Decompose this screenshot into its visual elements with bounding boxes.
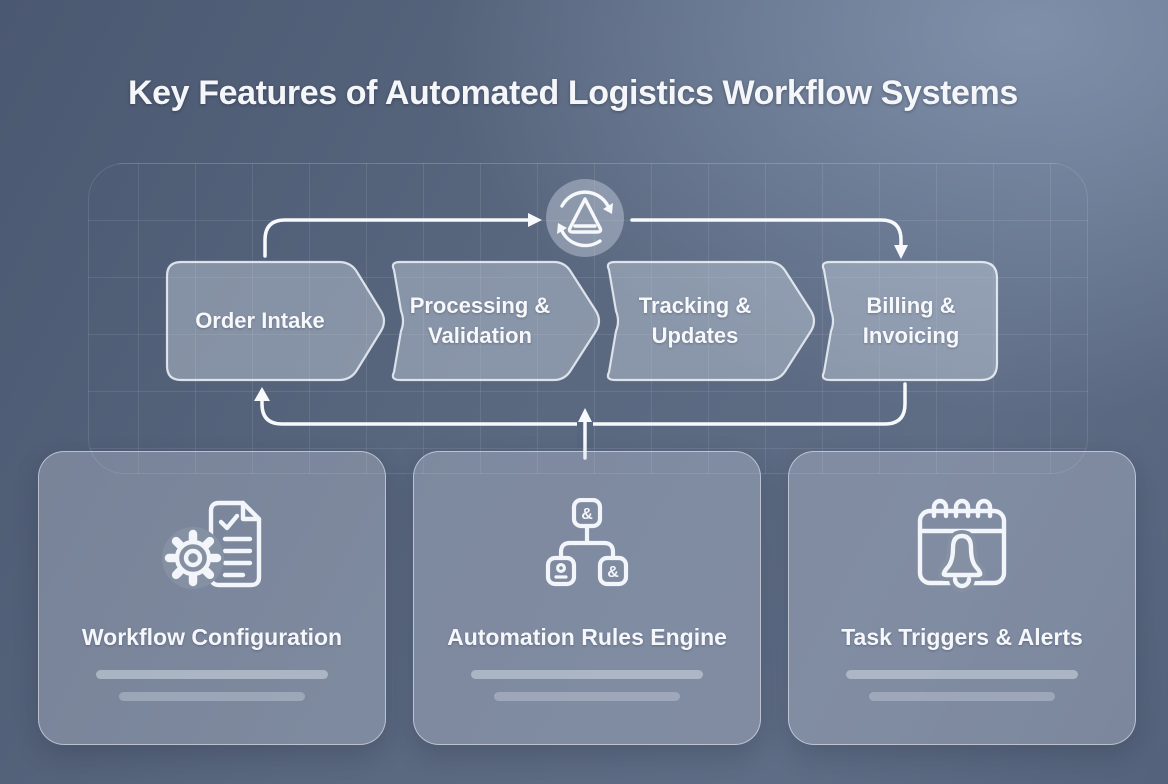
sync-arrowhead-right bbox=[603, 203, 613, 214]
flow-step-label: Order Intake bbox=[195, 308, 325, 333]
sync-arrowhead-left bbox=[557, 223, 567, 234]
sync-alert-icon bbox=[560, 190, 610, 248]
skeleton-bar bbox=[96, 670, 328, 679]
flow-step-processing-validation bbox=[391, 260, 601, 382]
down-arrowhead bbox=[894, 245, 908, 259]
rules-tree-icon: & & bbox=[545, 498, 629, 587]
flow-step-label: Billing & Invoicing bbox=[862, 293, 960, 348]
calendar-bell-icon bbox=[917, 498, 1007, 592]
feature-title: Automation Rules Engine bbox=[447, 624, 727, 650]
skeleton-bar bbox=[846, 670, 1078, 679]
flow-step-order-intake bbox=[165, 260, 386, 382]
rules-right-glyph: & bbox=[607, 564, 619, 581]
bell-glyph bbox=[941, 533, 983, 589]
intake-to-hub-arrow bbox=[263, 218, 530, 258]
entity-glyph bbox=[554, 562, 568, 579]
feature-card-workflow-configuration: Workflow Configuration bbox=[38, 451, 386, 745]
skeleton-bar bbox=[471, 670, 703, 679]
feature-title: Workflow Configuration bbox=[81, 624, 343, 650]
hub-to-billing-arrow bbox=[630, 218, 903, 247]
feature-card-automation-rules-engine: & & Automation Rules Engine bbox=[413, 451, 761, 745]
flow-step-billing-invoicing bbox=[821, 260, 999, 382]
right-arrowhead bbox=[528, 213, 542, 227]
rules-top-glyph: & bbox=[581, 506, 593, 523]
skeleton-bar bbox=[869, 692, 1055, 701]
flow-step-label: Tracking & Updates bbox=[638, 293, 752, 348]
bell-casing bbox=[937, 530, 987, 581]
flow-step-tracking-updates bbox=[606, 260, 816, 382]
return-arrowhead bbox=[254, 387, 270, 401]
page-title: Key Features of Automated Logistics Work… bbox=[128, 74, 1018, 112]
skeleton-bar bbox=[119, 692, 305, 701]
gear-document-icon bbox=[162, 500, 262, 589]
up-arrowhead bbox=[578, 408, 592, 422]
feature-title: Task Triggers & Alerts bbox=[841, 624, 1083, 650]
flow-step-label: Processing & Validation bbox=[409, 293, 551, 348]
feature-card-task-triggers-alerts: Task Triggers & Alerts bbox=[788, 451, 1136, 745]
skeleton-bar bbox=[494, 692, 680, 701]
